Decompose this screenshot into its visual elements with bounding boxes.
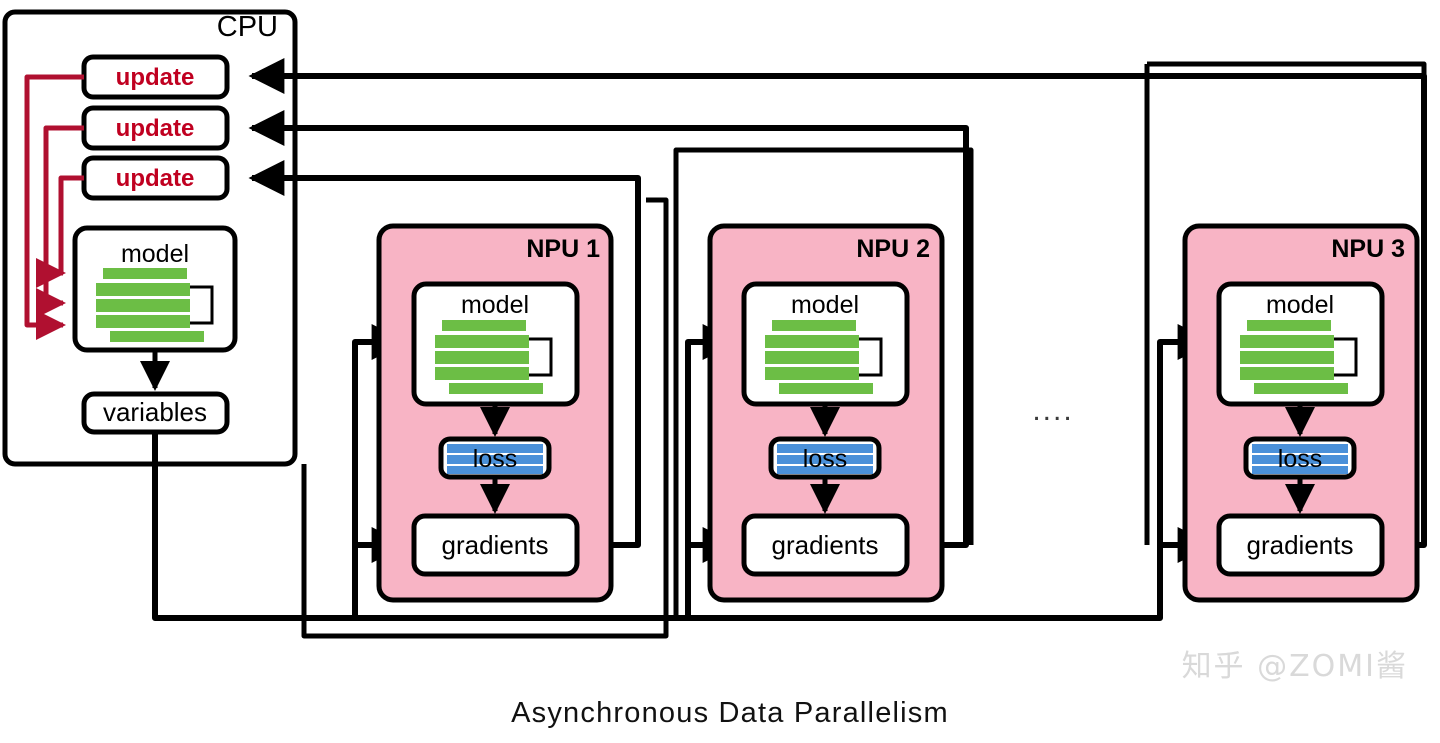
npu-3-model-layer-bar [1240,367,1334,380]
npu-1-model-layer-bar [435,351,529,364]
npu-3-gradients-box[interactable] [1216,513,1385,577]
npu-1-model-layer-bar [449,383,543,394]
npu-1-model-recurrence-bracket [529,337,553,377]
npu-2-loss-bar [777,455,873,464]
npu-2-gradients-label: gradients [772,530,879,560]
npu-2-model-layer-bar [765,351,859,364]
cpu-model-label: model [121,240,189,268]
cpu-update-label-3: update [116,165,195,192]
npu-2-model-layer-bar [779,383,873,394]
npu2-outer-frame [673,147,974,618]
npu-3-loss-bar [1252,455,1348,464]
npu-2-model-recurrence-bracket [859,337,883,377]
cpu-update-label-1: update [116,64,195,91]
npu-2-loss-bar [777,444,873,453]
watermark: 知乎 @ZOMI酱 [1182,649,1408,684]
npu1-outer-frame [301,197,669,639]
cpu-model-recurrence-bracket [190,285,214,325]
npu-3-model-layer-bar [1240,351,1334,364]
cpu-container [2,9,298,467]
edge-npu1-gradients-to-update-3 [248,160,641,548]
cpu-model-layer-bar [96,315,190,328]
npu-3-title: NPU 3 [1331,235,1405,263]
edge-npu2-gradients-to-update-2 [248,110,969,548]
npu-3-loss-bar [1252,466,1348,474]
npu-1-loss-bar [447,455,543,464]
edge-update1-to-cpu-model [24,74,84,340]
diagram-caption: Asynchronous Data Parallelism [511,697,949,729]
npu-2-model-layer-bar [765,367,859,380]
npu-3-gradients-label: gradients [1247,530,1354,560]
cpu-model-layer-bar [110,331,204,342]
npu-1-loss-bar [447,466,543,474]
npu-3-model-layer-bar [1240,335,1334,348]
npu-2-gradients-box[interactable] [741,513,910,577]
npu-3-model-label: model [1266,291,1334,319]
npu-3-loss-label: loss [1278,445,1322,473]
npu-1-model-layer-bar [442,320,526,331]
npu-1-model-label: model [461,291,529,319]
npu-2-model-layer-bar [765,335,859,348]
npu-3-model-recurrence-bracket [1334,337,1358,377]
cpu-variables-label: variables [103,397,207,427]
npu-1-gradients-box[interactable] [411,513,580,577]
npu-3-model-layer-bar [1247,320,1331,331]
npu-2-loss-bar [777,466,873,474]
cpu-model-layer-bar [96,299,190,312]
npu-2-loss-label: loss [803,445,847,473]
edge-variables-bus-right [676,545,1163,621]
cpu-model-layer-bar [96,283,190,296]
npu-1-title: NPU 1 [526,235,600,263]
npu-2-title: NPU 2 [856,235,930,263]
npu-1-loss-label: loss [473,445,517,473]
npu-ellipsis: .... [1032,394,1073,427]
cpu-title: CPU [217,11,278,43]
npu-3-model-layer-bar [1254,383,1348,394]
npu-1-model-layer-bar [435,335,529,348]
npu-1-loss-bar [447,444,543,453]
npu-3-loss-bar [1252,444,1348,453]
npu-2-model-label: model [791,291,859,319]
npu-1-gradients-label: gradients [442,530,549,560]
cpu-model-layer-bar [103,268,187,279]
npu-2-model-layer-bar [772,320,856,331]
npu3-outer-frame-top [1147,61,1427,76]
edge-update2-to-cpu-model [36,125,84,318]
edge-variables-bus-left [152,430,676,621]
edge-update3-to-cpu-model [36,175,84,288]
npu-1-model-layer-bar [435,367,529,380]
cpu-update-label-2: update [116,115,195,142]
cpu-variables-box[interactable] [81,391,230,435]
